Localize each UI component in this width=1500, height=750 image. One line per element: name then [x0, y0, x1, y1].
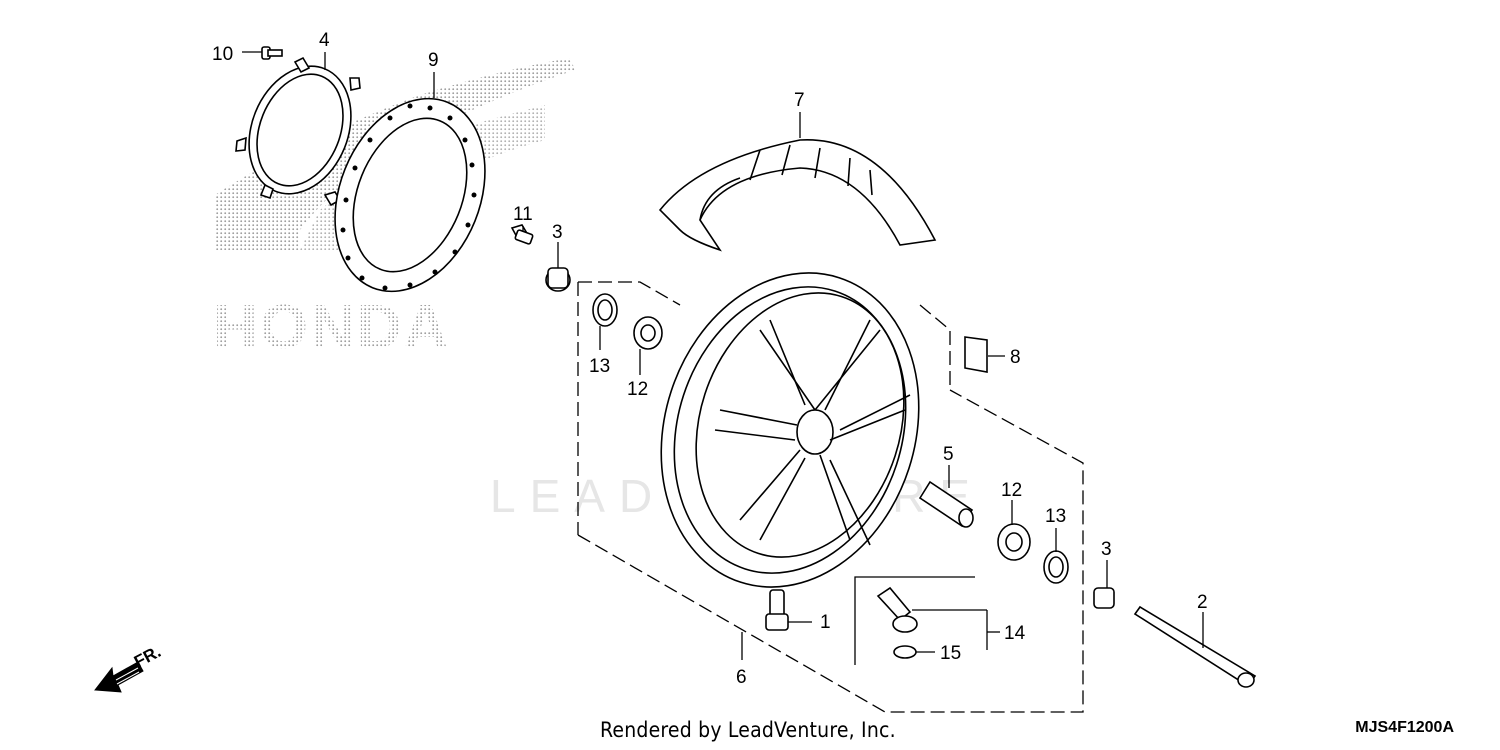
callout-10[interactable]: 10 [212, 44, 233, 65]
callout-7[interactable]: 7 [794, 90, 805, 111]
arrow-icon [94, 661, 144, 693]
bearing-right-part [997, 523, 1031, 561]
diagram-code: MJS4F1200A [1355, 719, 1454, 736]
callout-9[interactable]: 9 [428, 50, 439, 71]
callout-4[interactable]: 4 [319, 30, 330, 51]
callout-3-left[interactable]: 3 [552, 222, 563, 243]
leader-lines [242, 51, 1204, 660]
distance-collar-part [918, 480, 974, 528]
callout-13-right[interactable]: 13 [1045, 506, 1066, 527]
dust-seal-left-part [592, 293, 618, 327]
dust-seal-right-part [1043, 550, 1069, 584]
callout-11[interactable]: 11 [513, 204, 533, 225]
callout-12-left[interactable]: 12 [627, 379, 648, 400]
o-ring-part [893, 645, 917, 659]
callout-13-left[interactable]: 13 [589, 356, 610, 377]
callout-8[interactable]: 8 [1010, 347, 1021, 368]
angled-valve-part [876, 586, 918, 659]
bolt-part [261, 46, 283, 60]
callout-1[interactable]: 1 [820, 612, 831, 633]
callout-5[interactable]: 5 [943, 444, 954, 465]
collar-left-body [547, 267, 569, 289]
tire-part [658, 139, 937, 252]
callout-3-right[interactable]: 3 [1101, 539, 1112, 560]
bolt-11-part [510, 224, 534, 245]
brake-disc-part [334, 97, 486, 293]
label-part [964, 336, 988, 373]
bearing-left-part [633, 316, 663, 350]
callout-2[interactable]: 2 [1197, 592, 1208, 613]
callout-6[interactable]: 6 [736, 667, 747, 688]
collar-right-part [1093, 587, 1115, 609]
axle-part [1133, 605, 1257, 688]
callout-14[interactable]: 14 [1004, 623, 1026, 644]
wheel-part [660, 272, 920, 588]
assembly-outline [577, 281, 1084, 713]
front-direction-arrow: FR. [94, 642, 164, 693]
valve-part [765, 589, 789, 631]
callout-12-right[interactable]: 12 [1001, 480, 1022, 501]
callout-15[interactable]: 15 [940, 643, 961, 664]
render-credit: Rendered by LeadVenture, Inc. [600, 718, 896, 742]
callouts: 10 4 9 11 3 13 12 7 8 5 12 13 3 2 1 14 1… [212, 30, 1208, 688]
honda-wordmark: HONDA [213, 293, 450, 362]
